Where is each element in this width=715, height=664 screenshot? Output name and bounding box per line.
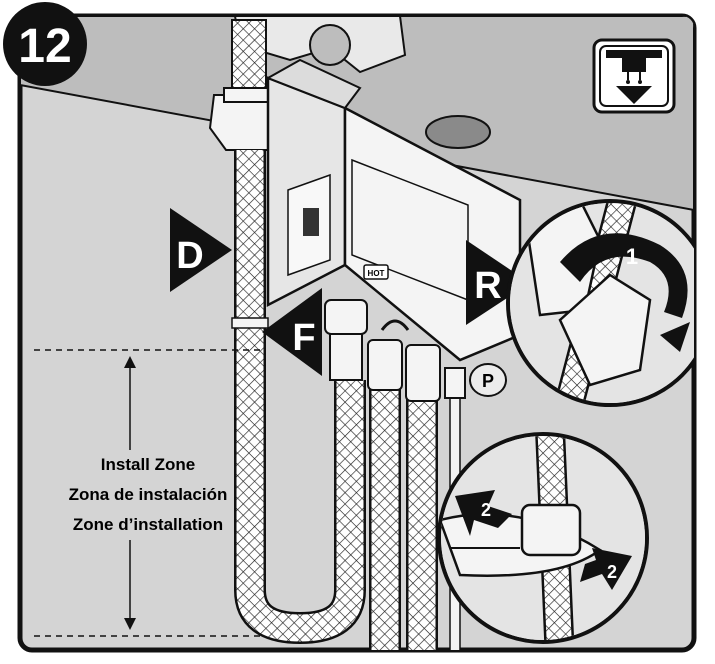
- under-counter-mount-icon: [592, 38, 676, 114]
- callout-r: R: [466, 240, 530, 325]
- unit-grip: [303, 208, 319, 236]
- zoom-detail-tighten: 2 2: [437, 432, 649, 644]
- tighten-step-2a: 2: [481, 500, 491, 520]
- arrow-up-icon: [124, 356, 136, 368]
- tighten-step-2b: 2: [607, 562, 617, 582]
- rotate-step-1: 1: [626, 244, 638, 269]
- step-number: 12: [18, 20, 71, 73]
- callout-f: F: [262, 288, 322, 376]
- callout-d-letter: D: [176, 235, 203, 277]
- hot-label: HOT: [368, 269, 385, 278]
- arrow-down-icon: [124, 618, 136, 630]
- install-zone-es: Zona de instalación: [69, 485, 228, 504]
- push-arrow-right-icon: [580, 548, 632, 590]
- callout-d: D: [170, 208, 232, 292]
- push-arrow-left-icon: [455, 490, 512, 536]
- fittings: [324, 299, 466, 402]
- hose-d: [231, 150, 366, 645]
- counter-hole: [425, 115, 491, 149]
- step-badge: 12: [3, 2, 87, 86]
- install-zone-guide: [34, 349, 262, 637]
- callout-f-letter: F: [292, 317, 315, 359]
- install-zone-label: Install Zone Zona de instalación Zone d’…: [69, 455, 228, 534]
- callout-r-letter: R: [474, 265, 501, 307]
- install-zone-fr: Zone d’installation: [73, 515, 223, 534]
- install-zone-en: Install Zone: [101, 455, 195, 474]
- zoom-detail-release: 1: [506, 199, 694, 407]
- rotate-arrow-icon: [560, 233, 688, 318]
- p-label: P: [482, 371, 494, 391]
